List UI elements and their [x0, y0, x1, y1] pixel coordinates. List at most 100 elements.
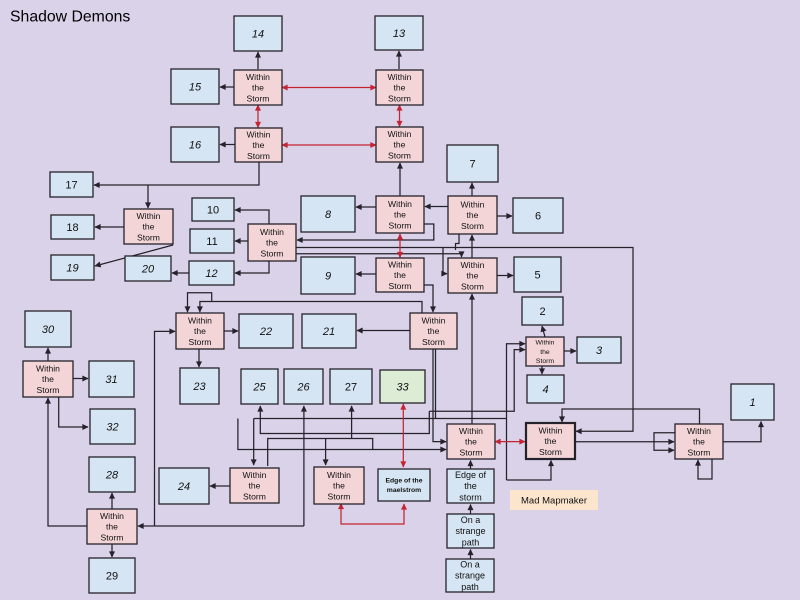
svg-text:Storm: Storm	[328, 491, 351, 501]
svg-text:7: 7	[469, 159, 475, 171]
svg-text:Storm: Storm	[37, 385, 60, 395]
svg-text:Within: Within	[260, 227, 284, 237]
svg-text:the: the	[253, 140, 265, 150]
svg-text:path: path	[462, 538, 480, 548]
svg-text:31: 31	[105, 374, 117, 386]
svg-text:Within: Within	[461, 199, 485, 209]
svg-text:Within: Within	[388, 72, 412, 82]
svg-text:18: 18	[66, 222, 78, 234]
svg-text:Within: Within	[100, 511, 124, 521]
svg-text:Storm: Storm	[461, 281, 484, 291]
svg-text:Within: Within	[459, 426, 483, 436]
svg-text:the: the	[249, 481, 261, 491]
svg-text:path: path	[461, 582, 479, 592]
svg-text:5: 5	[534, 270, 540, 282]
svg-text:15: 15	[189, 82, 202, 94]
svg-text:Storm: Storm	[247, 151, 270, 161]
svg-text:Storm: Storm	[137, 232, 160, 242]
svg-text:12: 12	[205, 268, 217, 280]
svg-text:the: the	[333, 481, 345, 491]
svg-text:maelstrom: maelstrom	[387, 487, 421, 494]
svg-text:the: the	[42, 374, 54, 384]
svg-text:Storm: Storm	[688, 447, 711, 457]
svg-text:Within: Within	[36, 363, 60, 373]
svg-text:Storm: Storm	[536, 358, 554, 365]
svg-text:Within: Within	[188, 315, 212, 325]
svg-text:28: 28	[105, 470, 119, 482]
svg-text:29: 29	[106, 571, 118, 583]
svg-text:the: the	[545, 436, 557, 446]
svg-text:25: 25	[252, 382, 266, 394]
svg-text:Within: Within	[388, 259, 412, 269]
svg-text:14: 14	[252, 29, 264, 41]
svg-text:33: 33	[396, 382, 409, 394]
svg-text:the: the	[394, 140, 406, 150]
svg-text:the: the	[464, 481, 477, 491]
svg-text:the: the	[394, 83, 406, 93]
svg-text:Within: Within	[246, 72, 270, 82]
svg-text:Within: Within	[243, 470, 267, 480]
svg-text:Within: Within	[539, 425, 563, 435]
svg-text:20: 20	[141, 264, 155, 276]
svg-text:Storm: Storm	[461, 221, 484, 231]
svg-text:Storm: Storm	[422, 337, 445, 347]
svg-text:10: 10	[207, 205, 219, 217]
svg-text:Storm: Storm	[261, 248, 284, 258]
svg-text:Within: Within	[687, 426, 711, 436]
svg-text:Within: Within	[461, 260, 485, 270]
svg-text:Storm: Storm	[388, 93, 411, 103]
svg-text:the: the	[465, 437, 477, 447]
svg-text:26: 26	[296, 382, 310, 394]
svg-text:Within: Within	[388, 199, 412, 209]
svg-text:Within: Within	[327, 470, 351, 480]
svg-text:Storm: Storm	[243, 491, 266, 501]
svg-text:Storm: Storm	[247, 93, 270, 103]
svg-text:Storm: Storm	[189, 337, 212, 347]
svg-text:the: the	[693, 437, 705, 447]
svg-text:27: 27	[345, 382, 357, 394]
svg-text:the: the	[467, 210, 479, 220]
svg-text:16: 16	[189, 140, 202, 152]
svg-text:24: 24	[177, 481, 190, 493]
svg-text:the: the	[394, 210, 406, 220]
svg-text:Within: Within	[137, 211, 161, 221]
svg-text:the: the	[106, 522, 118, 532]
svg-text:the: the	[252, 83, 264, 93]
svg-text:Within: Within	[388, 129, 412, 139]
svg-text:strange: strange	[455, 526, 485, 536]
svg-text:22: 22	[259, 326, 272, 338]
svg-text:8: 8	[325, 209, 332, 221]
svg-text:Edge of: Edge of	[455, 470, 487, 480]
svg-text:the: the	[194, 326, 206, 336]
svg-text:Storm: Storm	[389, 281, 412, 291]
svg-text:11: 11	[206, 236, 217, 248]
svg-text:23: 23	[192, 381, 206, 393]
svg-text:Within: Within	[536, 340, 555, 347]
svg-text:Storm: Storm	[539, 447, 562, 457]
svg-text:13: 13	[393, 28, 406, 40]
svg-text:Within: Within	[247, 129, 271, 139]
svg-text:21: 21	[322, 326, 335, 338]
svg-text:Within: Within	[422, 315, 446, 325]
svg-text:6: 6	[535, 211, 541, 223]
svg-text:the: the	[467, 271, 479, 281]
svg-text:4: 4	[542, 384, 548, 396]
svg-text:3: 3	[596, 345, 603, 357]
svg-text:Storm: Storm	[101, 532, 124, 542]
svg-text:19: 19	[66, 263, 78, 275]
svg-text:Shadow Demons: Shadow Demons	[10, 9, 130, 26]
svg-text:the: the	[540, 349, 550, 356]
svg-text:Storm: Storm	[460, 447, 483, 457]
svg-text:Storm: Storm	[389, 220, 412, 230]
svg-text:30: 30	[42, 324, 55, 336]
svg-text:the: the	[428, 326, 440, 336]
svg-text:strange: strange	[455, 571, 485, 581]
svg-text:Edge of the: Edge of the	[385, 478, 422, 485]
svg-text:2: 2	[539, 306, 545, 318]
svg-text:storm: storm	[459, 493, 482, 503]
svg-text:9: 9	[325, 271, 331, 283]
svg-text:On a: On a	[461, 515, 481, 525]
svg-text:17: 17	[65, 180, 77, 192]
svg-text:On a: On a	[460, 559, 480, 569]
svg-text:the: the	[394, 270, 406, 280]
